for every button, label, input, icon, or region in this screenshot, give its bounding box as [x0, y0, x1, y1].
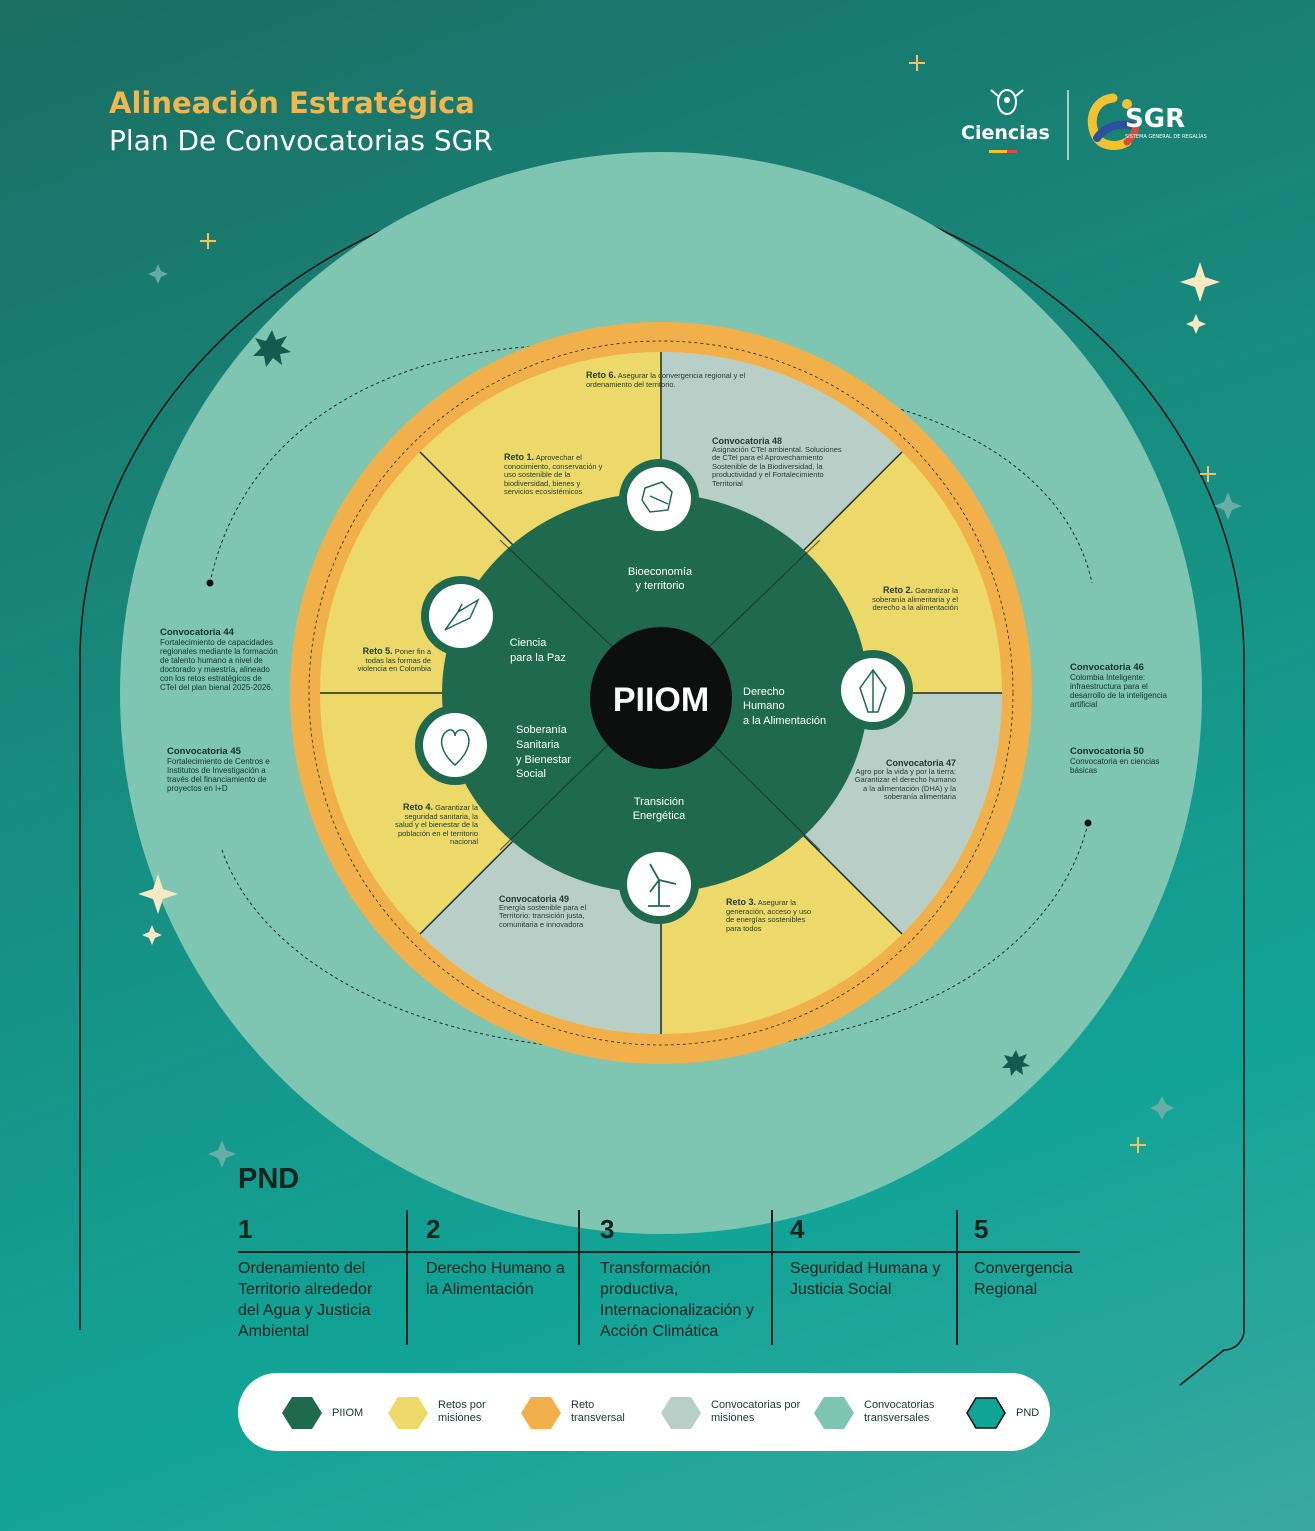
frog-icon — [619, 459, 699, 539]
piiom-center-label: PIIOM — [613, 681, 709, 719]
pnd-item-5: 5 Convergencia Regional — [974, 1214, 1084, 1300]
pnd-item-3: 3 Transformación productiva, Internacion… — [600, 1214, 765, 1342]
pnd-item-4: 4 Seguridad Humana y Justicia Social — [790, 1214, 950, 1300]
pnd-item-1: 1 Ordenamiento del Territorio alrededor … — [238, 1214, 398, 1342]
reto-3-note: Reto 3. Asegurar la generación, acceso y… — [726, 897, 812, 933]
pnd-title: PND — [238, 1163, 300, 1195]
hexagon-icon — [388, 1397, 428, 1429]
dove-icon — [421, 576, 501, 656]
piiom-center-circle — [590, 627, 732, 769]
pnd-item-2: 2 Derecho Humano a la Alimentación — [426, 1214, 571, 1300]
pnd-item-text: Seguridad Humana y Justicia Social — [790, 1260, 941, 1298]
sgr-logo-text: SGR — [1125, 104, 1186, 134]
seed-icon — [833, 650, 913, 730]
plus-icon — [200, 55, 1216, 1153]
wind-turbine-icon — [619, 844, 699, 924]
dashed-arrow — [221, 849, 621, 1051]
pnd-item-text: Ordenamiento del Territorio alrededor de… — [238, 1260, 373, 1340]
hexagon-icon — [966, 1397, 1006, 1429]
hexagon-icon — [521, 1397, 561, 1429]
pnd-item-number: 2 — [426, 1214, 441, 1244]
hexagon-icon — [282, 1397, 322, 1429]
logo-area: Ciencias SGR SISTEMA GENERAL DE REGALÍAS — [955, 86, 1215, 162]
pnd-item-number: 5 — [974, 1214, 989, 1244]
legend: PIIOM Retos por misiones Reto transversa… — [238, 1373, 1050, 1451]
pnd-item-text: Transformación productiva, Internacional… — [600, 1260, 754, 1340]
pnd-item-number: 4 — [790, 1214, 805, 1244]
reto-1-note: Reto 1. Aprovechar el conocimiento, cons… — [504, 452, 603, 496]
poster-title: Alineación Estratégica — [109, 86, 475, 120]
pnd-item-text: Convergencia Regional — [974, 1260, 1073, 1298]
pnd-item-number: 3 — [600, 1214, 615, 1244]
hexagon-icon — [661, 1397, 701, 1429]
coat-of-arms-icon — [990, 89, 1024, 115]
ciencias-logo: Ciencias — [961, 122, 1050, 144]
sgr-logo-subtitle: SISTEMA GENERAL DE REGALÍAS — [1125, 134, 1207, 140]
pnd-item-text: Derecho Humano a la Alimentación — [426, 1260, 565, 1298]
poster-subtitle: Plan De Convocatorias SGR — [109, 124, 493, 157]
sparkle-icon — [148, 264, 1242, 1168]
sgr-logo-icon — [1087, 93, 1139, 150]
star-burst-icon — [253, 330, 1030, 1076]
pnd-item-number: 1 — [238, 1214, 253, 1244]
sparkle-icon — [138, 262, 1220, 945]
reto-2-note: Reto 2. Garantizar la soberanía alimenta… — [872, 585, 958, 612]
dashed-arrow — [209, 344, 561, 584]
reto-6-note: Reto 6. Asegurar la convergencia regiona… — [586, 370, 746, 389]
heart-icon — [415, 705, 495, 785]
pnd-divider — [238, 1251, 1080, 1253]
hexagon-icon — [814, 1397, 854, 1429]
reto-4-note: Reto 4. Garantizar la seguridad sanitari… — [395, 802, 478, 846]
reto-5-note: Reto 5. Poner fin a todas las formas de … — [357, 646, 431, 673]
